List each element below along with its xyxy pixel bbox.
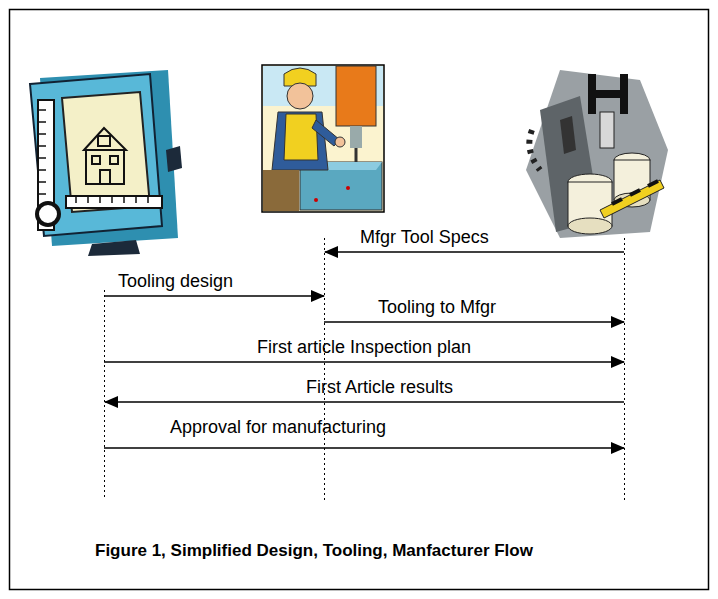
machinist-icon bbox=[262, 65, 384, 212]
manufacturing-icon bbox=[526, 70, 668, 238]
message-arrows bbox=[104, 252, 624, 448]
frame-border bbox=[10, 10, 709, 590]
message-label: Tooling to Mfgr bbox=[378, 296, 496, 318]
message-label: First Article results bbox=[306, 376, 453, 398]
message-label: First article Inspection plan bbox=[257, 336, 471, 358]
message-label: Mfgr Tool Specs bbox=[360, 226, 489, 248]
message-label: Approval for manufacturing bbox=[170, 416, 386, 438]
lifelines bbox=[105, 238, 625, 500]
figure-caption: Figure 1, Simplified Design, Tooling, Ma… bbox=[95, 540, 533, 562]
design-icon bbox=[30, 70, 182, 256]
message-label: Tooling design bbox=[118, 270, 233, 292]
